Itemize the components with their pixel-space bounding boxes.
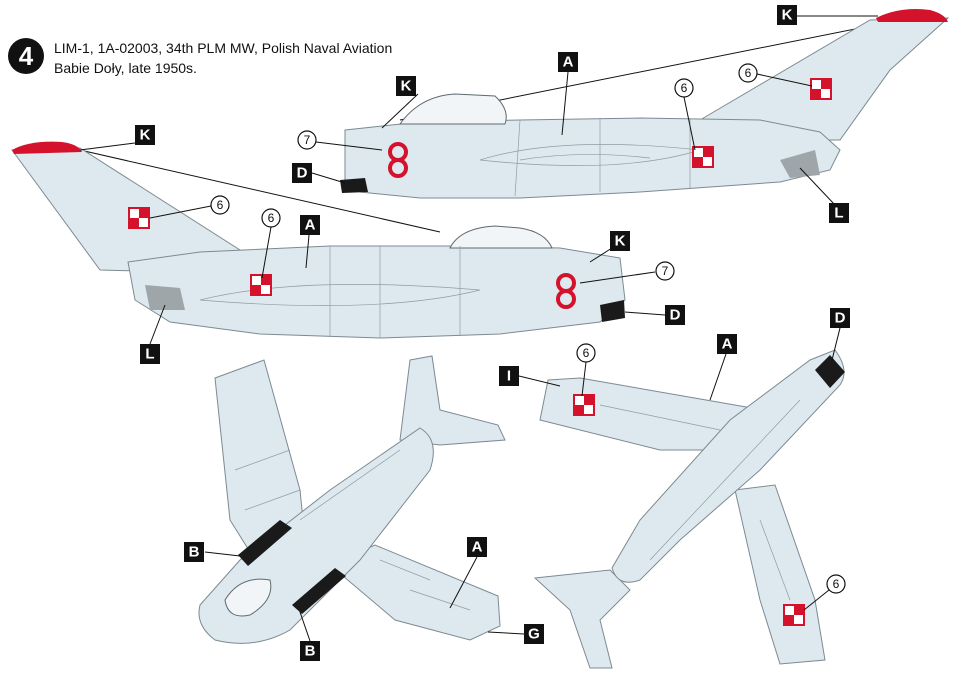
left-profile-brake xyxy=(145,285,185,310)
callout-D: D xyxy=(670,307,681,324)
left-profile-fin-tip xyxy=(12,141,82,154)
callout-A: A xyxy=(722,336,733,353)
right-profile-fuselage xyxy=(344,117,841,199)
callout-7: 7 xyxy=(304,133,311,147)
left-profile-fin-marking xyxy=(128,207,150,229)
top-view-canopy xyxy=(224,578,272,617)
bottom-view-right-wing xyxy=(734,484,826,665)
callout-K: K xyxy=(401,78,412,95)
bottom-view-wing-marking xyxy=(573,394,595,416)
callout-A: A xyxy=(563,54,574,71)
callout-6: 6 xyxy=(745,66,752,80)
callout-L: L xyxy=(145,346,154,363)
profile-title: LIM-1, 1A-02003, 34th PLM MW, Polish Nav… xyxy=(54,40,393,56)
right-profile-canopy xyxy=(399,93,507,125)
bottom-view-intake xyxy=(815,355,845,388)
left-profile-canopy xyxy=(449,225,553,249)
callout-A: A xyxy=(305,217,316,234)
bottom-view-lower-marking xyxy=(783,604,805,626)
bottom-view-fuselage xyxy=(611,349,845,583)
callout-6: 6 xyxy=(583,346,590,360)
callout-6: 6 xyxy=(833,577,840,591)
callout-B: B xyxy=(305,643,316,660)
callout-L: L xyxy=(834,205,843,222)
right-profile-fin-tip xyxy=(876,9,948,22)
top-view: B A B G xyxy=(184,355,544,661)
top-view-walkway-lower xyxy=(292,568,346,614)
left-profile-intake xyxy=(600,300,625,322)
left-profile-tactical-number xyxy=(556,273,576,309)
callout-G: G xyxy=(528,626,540,643)
left-profile-fuselage-marking xyxy=(250,274,272,296)
callout-K: K xyxy=(615,233,626,250)
callout-I: I xyxy=(507,368,511,385)
callout-A: A xyxy=(472,539,483,556)
profile-header: 4 LIM-1, 1A-02003, 34th PLM MW, Polish N… xyxy=(8,38,392,78)
top-view-walkway-upper xyxy=(238,520,292,566)
callout-6: 6 xyxy=(268,211,275,225)
right-profile-brake xyxy=(780,150,820,178)
right-profile-intake xyxy=(340,178,368,193)
callout-6: 6 xyxy=(681,81,688,95)
right-profile-fin-marking xyxy=(810,78,832,100)
callout-6: 6 xyxy=(217,198,224,212)
callout-D: D xyxy=(297,165,308,182)
top-view-right-wing xyxy=(329,544,501,641)
callout-7: 7 xyxy=(662,264,669,278)
profile-subtitle: Babie Doły, late 1950s. xyxy=(54,60,197,76)
profile-number-badge: 4 xyxy=(8,38,44,74)
callout-K: K xyxy=(140,127,151,144)
profile-titles: LIM-1, 1A-02003, 34th PLM MW, Polish Nav… xyxy=(54,38,392,78)
left-profile-fuselage xyxy=(127,245,626,339)
right-profile-tactical-number xyxy=(388,142,408,178)
callout-K: K xyxy=(782,7,793,24)
callout-D: D xyxy=(835,310,846,327)
callout-B: B xyxy=(189,544,200,561)
left-side-profile: K 6 6 A K 7 D L xyxy=(11,125,685,364)
bottom-view-tailplane xyxy=(533,569,631,669)
bottom-view: I 6 A D 6 xyxy=(499,308,850,669)
right-side-profile: K A K 6 6 7 D L xyxy=(292,5,950,223)
